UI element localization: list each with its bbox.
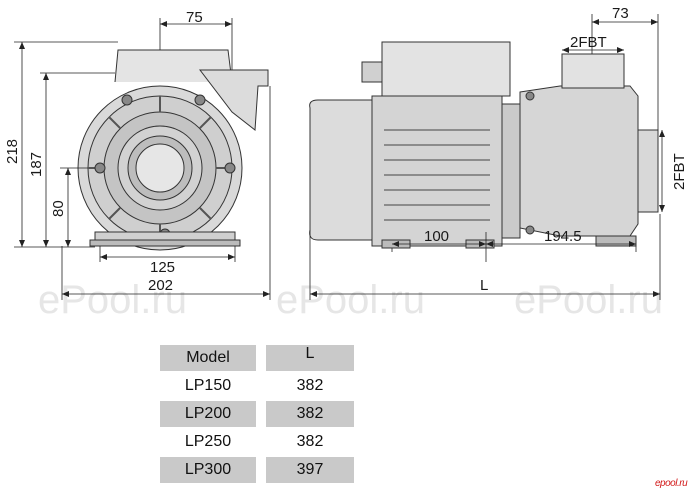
dim-75: 75 bbox=[186, 9, 203, 26]
table-row: LP200 382 bbox=[160, 401, 354, 427]
dim-73: 73 bbox=[612, 5, 629, 22]
dim-194-5: 194.5 bbox=[544, 228, 582, 245]
header-model: Model bbox=[160, 345, 256, 371]
watermark-left: ePool.ru bbox=[38, 278, 187, 322]
dim-L: L bbox=[480, 277, 488, 294]
dim-187: 187 bbox=[28, 152, 45, 177]
dim-202: 202 bbox=[148, 277, 173, 294]
header-length: L bbox=[266, 345, 354, 371]
row-length: 397 bbox=[266, 457, 354, 483]
watermark-center: ePool.ru bbox=[276, 278, 425, 322]
dim-100: 100 bbox=[424, 228, 449, 245]
side-dimension-lines bbox=[309, 14, 663, 300]
dim-2fbt-outlet: 2FBT bbox=[570, 34, 607, 51]
row-model: LP250 bbox=[184, 433, 232, 450]
row-model: LP300 bbox=[160, 457, 256, 483]
brand-logo: epool.ru bbox=[655, 478, 688, 489]
side-dimension-arrows bbox=[310, 19, 665, 297]
front-dimension-arrows bbox=[19, 21, 270, 297]
watermark-right: ePool.ru bbox=[514, 278, 663, 322]
row-model: LP150 bbox=[184, 377, 232, 394]
row-length: 382 bbox=[296, 433, 324, 450]
row-model: LP200 bbox=[160, 401, 256, 427]
table-row: LP250 382 bbox=[160, 429, 354, 455]
side-view bbox=[309, 41, 659, 249]
row-length: 382 bbox=[296, 377, 324, 394]
table-header-row: Model L bbox=[160, 345, 354, 371]
front-dimension-lines bbox=[14, 18, 271, 300]
row-length: 382 bbox=[266, 401, 354, 427]
table-row: LP300 397 bbox=[160, 457, 354, 483]
table-row: LP150 382 bbox=[160, 373, 354, 399]
dim-80: 80 bbox=[50, 200, 67, 217]
dim-125: 125 bbox=[150, 259, 175, 276]
dim-218: 218 bbox=[4, 139, 21, 164]
model-length-table: Model L LP150 382 LP200 382 LP250 382 LP… bbox=[150, 343, 364, 485]
front-view bbox=[77, 49, 269, 251]
dim-2fbt-inlet: 2FBT bbox=[671, 153, 688, 190]
